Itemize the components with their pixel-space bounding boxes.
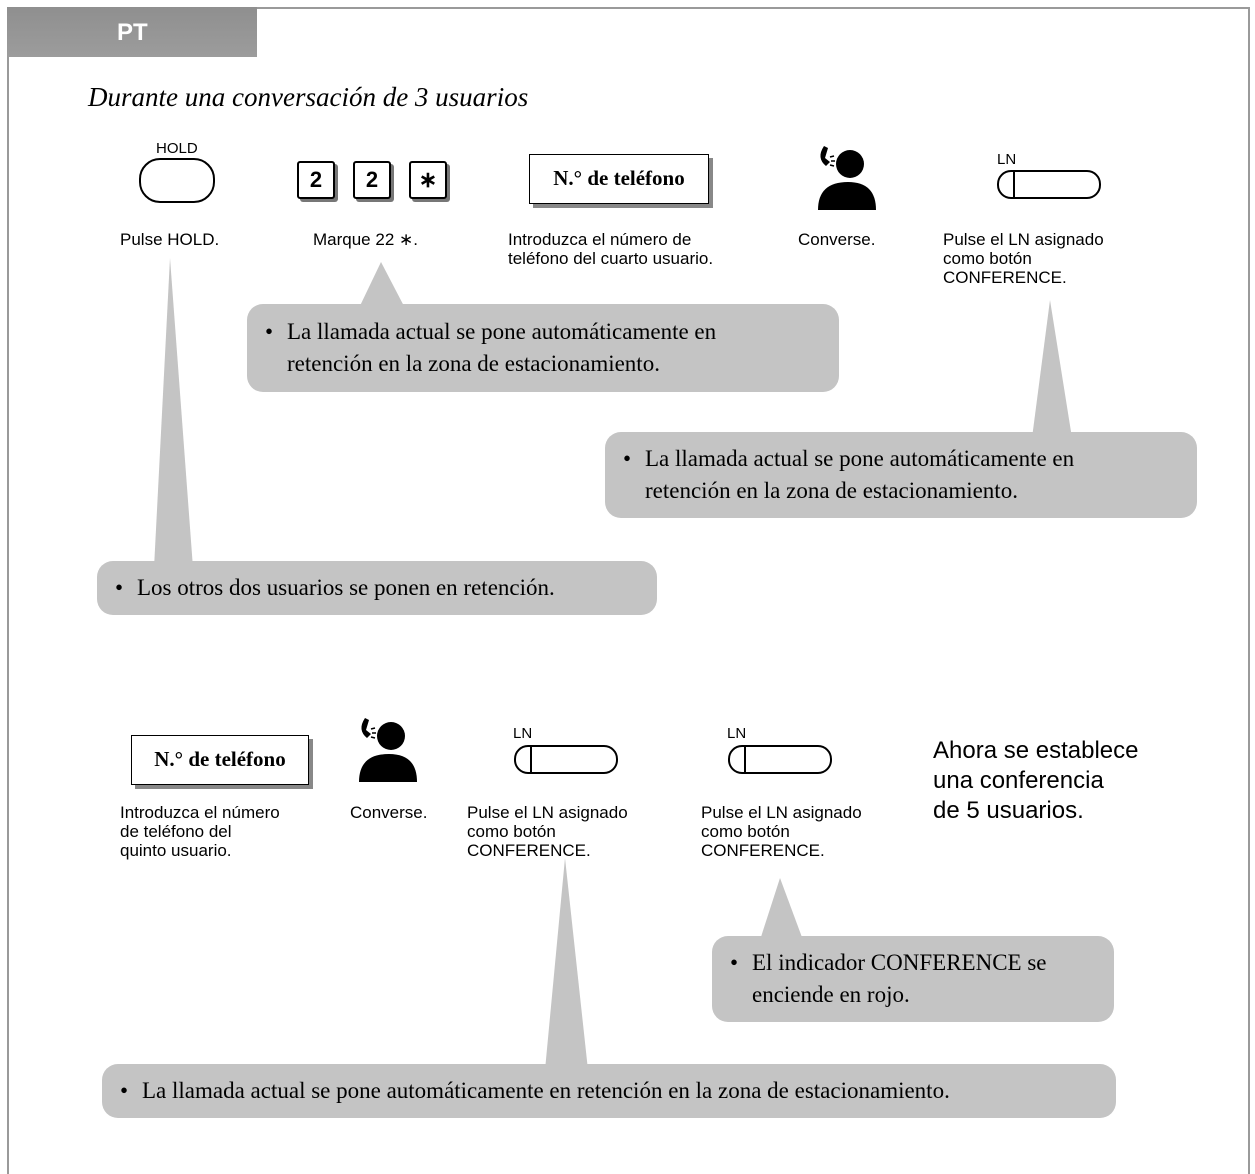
dial-key-star: ∗ bbox=[409, 161, 447, 199]
ln-label-a: LN bbox=[513, 725, 533, 742]
section-subtitle: Durante una conversación de 3 usuarios bbox=[88, 82, 529, 112]
result-line3: de 5 usuarios. bbox=[933, 797, 1084, 824]
talk-caption: Converse. bbox=[798, 230, 876, 249]
line-button-icon bbox=[997, 170, 1101, 199]
ln-b-caption-line3: CONFERENCE. bbox=[701, 841, 825, 860]
talk-person-icon bbox=[818, 146, 876, 210]
section-tab: PT bbox=[7, 7, 257, 57]
ln-caption-line2: como botón bbox=[943, 249, 1032, 268]
tel2-caption-line3: quinto usuario. bbox=[120, 841, 232, 860]
ln-a-caption-line2: como botón bbox=[467, 822, 556, 841]
indicator-note-pointer bbox=[760, 878, 803, 940]
park-note-3-pointer bbox=[545, 858, 588, 1070]
indicator-note-line2: enciende en rojo. bbox=[752, 982, 910, 1007]
line-button-icon bbox=[514, 745, 618, 774]
ln-b-caption-line2: como botón bbox=[701, 822, 790, 841]
ln-label-b: LN bbox=[727, 725, 747, 742]
page-frame bbox=[7, 7, 1250, 1174]
park-note-2-line2: retención en la zona de estacionamiento. bbox=[645, 478, 1018, 503]
hold-note-text: Los otros dos usuarios se ponen en reten… bbox=[137, 575, 555, 600]
hold-key-label: HOLD bbox=[156, 140, 198, 157]
ln-b-caption-line1: Pulse el LN asignado bbox=[701, 803, 862, 822]
tel2-caption-line2: de teléfono del bbox=[120, 822, 232, 841]
ln-a-caption-line1: Pulse el LN asignado bbox=[467, 803, 628, 822]
line-button-icon bbox=[728, 745, 832, 774]
tab-label: PT bbox=[117, 19, 148, 46]
phone-number-box: N.° de teléfono bbox=[529, 154, 709, 204]
talk-person-icon bbox=[359, 718, 417, 782]
park-note-1-pointer bbox=[358, 262, 406, 310]
bullet: • bbox=[115, 575, 124, 600]
tel-caption-line2: teléfono del cuarto usuario. bbox=[508, 249, 714, 268]
park-note-1: • La llamada actual se pone automáticame… bbox=[247, 304, 839, 392]
result-line2: una conferencia bbox=[933, 767, 1104, 794]
park-note-2-pointer bbox=[1032, 300, 1072, 438]
result-line1: Ahora se establece bbox=[933, 737, 1139, 764]
bullet: • bbox=[265, 319, 274, 344]
ln-caption-line3: CONFERENCE. bbox=[943, 268, 1067, 287]
dial-key-2b: 2 bbox=[353, 161, 391, 199]
hold-caption: Pulse HOLD. bbox=[120, 230, 220, 249]
hold-note-pointer bbox=[154, 258, 193, 568]
dial-key-2a: 2 bbox=[297, 161, 335, 199]
hold-button-icon bbox=[139, 158, 215, 203]
indicator-note-line1: El indicador CONFERENCE se bbox=[752, 950, 1047, 975]
bullet: • bbox=[730, 950, 739, 975]
park-note-3-text: La llamada actual se pone automáticament… bbox=[142, 1078, 950, 1103]
park-note-2: • La llamada actual se pone automáticame… bbox=[605, 432, 1197, 518]
park-note-1-line1: La llamada actual se pone automáticament… bbox=[287, 319, 717, 344]
dial-caption: Marque 22 ∗. bbox=[313, 230, 418, 249]
bullet: • bbox=[623, 446, 632, 471]
ln-a-caption-line3: CONFERENCE. bbox=[467, 841, 591, 860]
park-note-3: • La llamada actual se pone automáticame… bbox=[102, 1064, 1116, 1118]
ln-label: LN bbox=[997, 151, 1017, 168]
ln-caption-line1: Pulse el LN asignado bbox=[943, 230, 1104, 249]
bullet: • bbox=[120, 1078, 129, 1103]
park-note-1-line2: retención en la zona de estacionamiento. bbox=[287, 351, 660, 376]
tel2-caption-line1: Introduzca el número bbox=[120, 803, 280, 822]
indicator-note: • El indicador CONFERENCE se enciende en… bbox=[712, 936, 1114, 1022]
phone-number-box-2: N.° de teléfono bbox=[131, 735, 309, 785]
hold-note: • Los otros dos usuarios se ponen en ret… bbox=[97, 561, 657, 615]
park-note-2-line1: La llamada actual se pone automáticament… bbox=[645, 446, 1075, 471]
talk2-caption: Converse. bbox=[350, 803, 428, 822]
tel-caption-line1: Introduzca el número de bbox=[508, 230, 692, 249]
